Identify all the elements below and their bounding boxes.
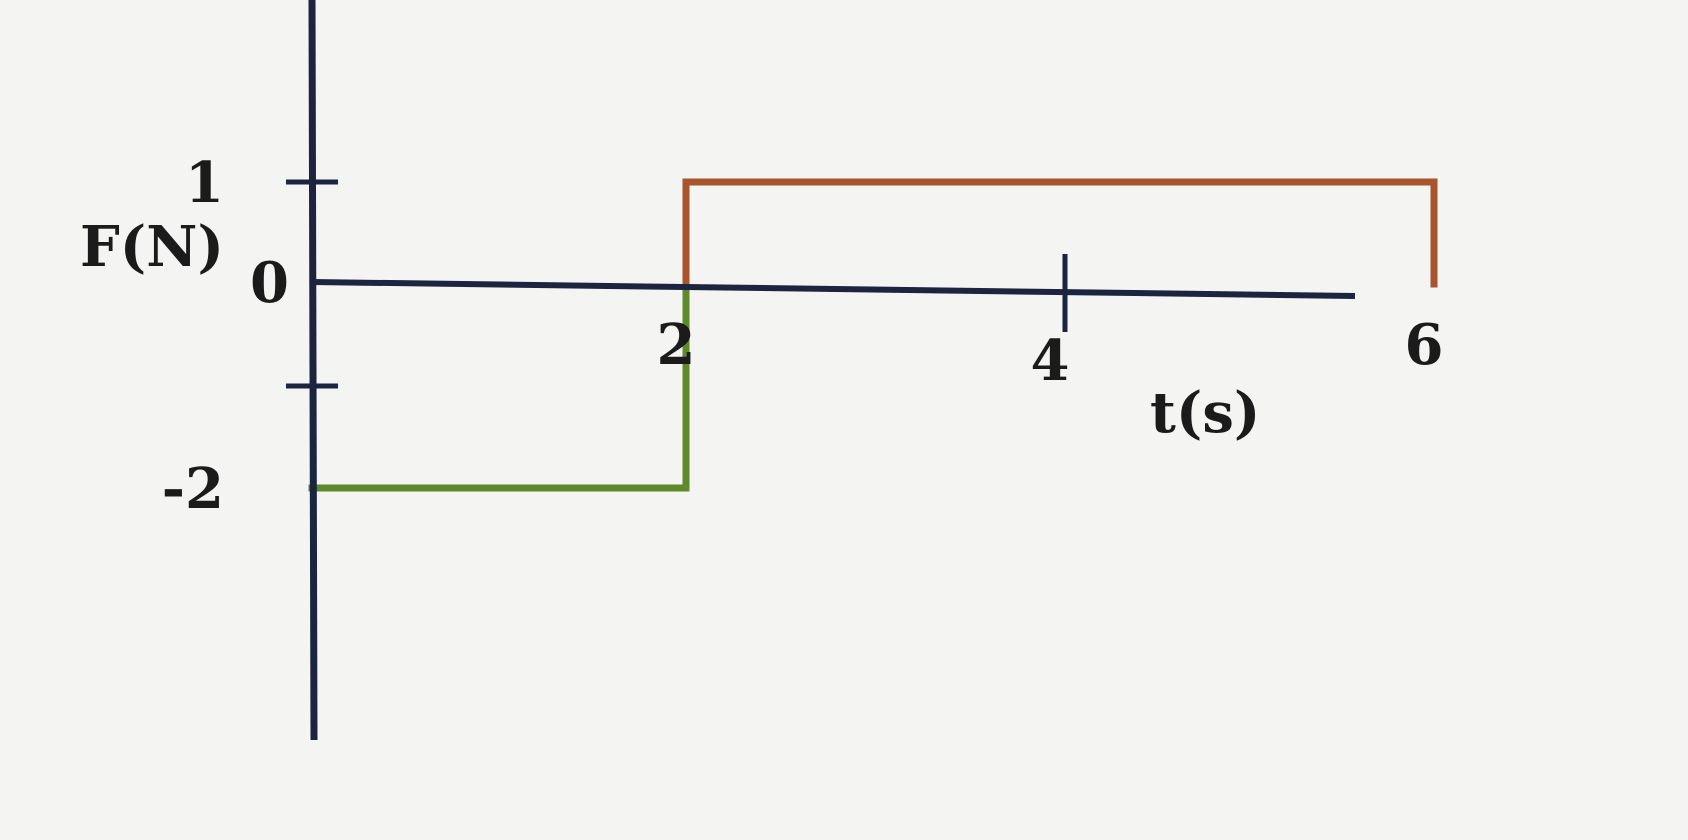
series-segment-0-0: [308, 280, 690, 492]
y-tick-label-1: 1: [185, 150, 224, 216]
y-axis-label: F(N): [80, 214, 224, 280]
labels-layer: F(N) 0 t(s) 2 4 6 1 -2: [80, 150, 1443, 522]
origin-label: 0: [250, 250, 289, 316]
x-tick-label-6: 6: [1405, 312, 1444, 378]
axes-layer: [286, 0, 1356, 741]
series-layer: [308, 178, 1438, 492]
x-tick-label-2: 2: [657, 312, 696, 378]
y-axis-line: [308, 0, 318, 741]
x-tick-label-4: 4: [1031, 328, 1070, 394]
x-axis-label: t(s): [1150, 380, 1260, 446]
y-tick-label-neg2: -2: [162, 456, 224, 522]
x-axis-line: [311, 279, 1356, 299]
series-segment-0-1: [682, 178, 1438, 288]
